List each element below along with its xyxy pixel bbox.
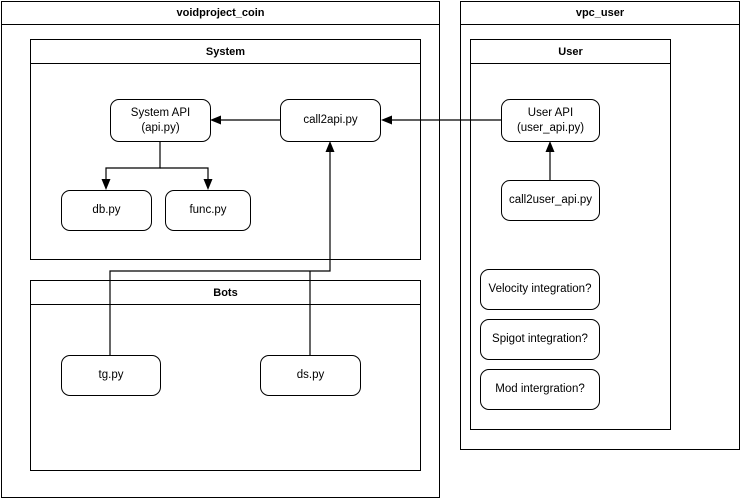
node-user-api[interactable]: User API (user_api.py) — [501, 99, 600, 142]
node-tg-label-1: tg.py — [98, 369, 124, 381]
node-velocity-integration[interactable]: Velocity integration? — [480, 269, 600, 310]
node-db-label-1: db.py — [92, 204, 121, 216]
node-call2api-label-1: call2api.py — [303, 114, 358, 126]
node-func[interactable]: func.py — [165, 190, 251, 231]
pool-title-voidproject-coin: voidproject_coin — [2, 2, 439, 25]
lane-title-system: System — [31, 40, 420, 64]
node-user-api-label-1: User API — [527, 106, 574, 119]
lane-title-bots: Bots — [31, 281, 420, 305]
node-call2api[interactable]: call2api.py — [280, 99, 381, 142]
node-func-label-1: func.py — [189, 204, 227, 216]
lane-title-user: User — [471, 40, 670, 64]
pool-title-vpc-user: vpc_user — [461, 2, 739, 25]
node-user-api-label-2: (user_api.py) — [516, 121, 585, 134]
node-system-api[interactable]: System API (api.py) — [110, 99, 211, 142]
node-spigot-integration-label-1: Spigot integration? — [492, 333, 588, 345]
node-tg[interactable]: tg.py — [61, 355, 161, 396]
node-velocity-integration-label-1: Velocity integration? — [488, 283, 592, 295]
node-call2user-api-label-1: call2user_api.py — [508, 194, 593, 206]
node-ds-label-1: ds.py — [296, 369, 325, 381]
node-ds[interactable]: ds.py — [260, 355, 361, 396]
node-system-api-label-2: (api.py) — [141, 121, 180, 134]
node-mod-integration-label-1: Mod intergration? — [495, 383, 585, 395]
node-db[interactable]: db.py — [61, 190, 152, 231]
lane-body-system — [31, 64, 420, 261]
node-system-api-label-1: System API — [130, 106, 191, 119]
node-spigot-integration[interactable]: Spigot integration? — [480, 319, 600, 360]
node-mod-integration[interactable]: Mod intergration? — [480, 369, 600, 410]
node-call2user-api[interactable]: call2user_api.py — [501, 180, 600, 221]
